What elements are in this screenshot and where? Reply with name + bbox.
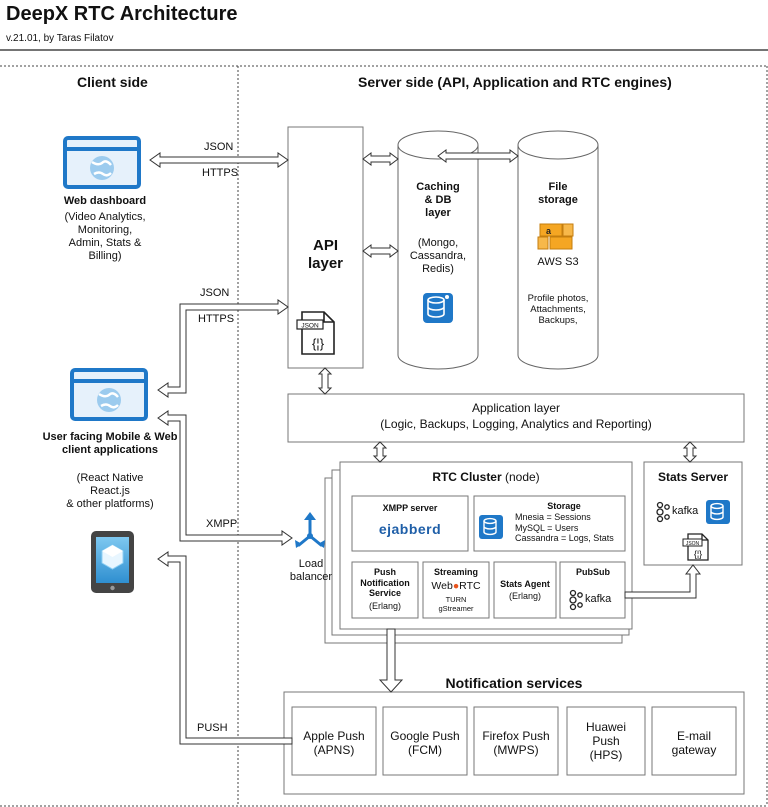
rtc-notification-arrow xyxy=(378,628,404,693)
stats-kafka-icon xyxy=(656,501,670,523)
xmpp-server-title: XMPP server xyxy=(382,503,438,513)
apple-push-label: Apple Push (APNS) xyxy=(303,729,365,758)
smartphone-icon xyxy=(91,531,134,593)
stats-json-file-label: JSON xyxy=(686,541,700,547)
google-push-label: Google Push (FCM) xyxy=(390,729,460,758)
pubsub-stats-arrow xyxy=(624,564,702,599)
page-subtitle: v.21.01, by Taras Filatov xyxy=(6,33,114,44)
client-apps-desc: (React Native React.js & other platforms… xyxy=(66,472,154,510)
api-app-arrow xyxy=(317,367,333,395)
server-side-title: Server side (API, Application and RTC en… xyxy=(358,74,672,90)
application-layer-title: Application layer xyxy=(471,401,561,415)
svg-text:a: a xyxy=(546,226,552,236)
notification-services-title: Notification services xyxy=(445,675,583,691)
client-lb-arrow xyxy=(157,410,293,546)
client-apps-title: User facing Mobile & Web client applicat… xyxy=(42,431,178,456)
aws-s3-label: AWS S3 xyxy=(537,256,579,268)
streaming-title: Streaming xyxy=(433,567,478,577)
app-rtc-arrow xyxy=(372,441,388,463)
storage-database-icon xyxy=(479,515,503,539)
file-storage-title: File storage xyxy=(538,181,578,206)
push-phone-arrow xyxy=(157,551,293,745)
stats-database-icon xyxy=(706,500,730,524)
client-app-icon xyxy=(70,368,148,421)
firefox-push-label: Firefox Push (MWPS) xyxy=(482,729,550,758)
firefox-push-box xyxy=(473,706,559,776)
load-balancer-label: Load balancer xyxy=(289,558,333,583)
push-notification-box xyxy=(351,561,419,619)
load-balancer-icon xyxy=(295,512,325,548)
push-notification-title: Push Notification Service xyxy=(360,567,410,599)
streaming-lines: TURN gStreamer xyxy=(438,595,474,613)
push-notification-desc: (Erlang) xyxy=(368,601,401,611)
web-dashboard-desc: (Video Analytics, Monitoring, Admin, Sta… xyxy=(64,211,146,262)
client-api-arrow xyxy=(157,299,289,398)
huawei-push-label: Huawei Push (HPS) xyxy=(585,720,627,763)
caching-db-desc: (Mongo, Cassandra, Redis) xyxy=(409,237,467,275)
xmpp-conn-label: XMPP xyxy=(206,518,238,530)
stats-agent-box xyxy=(493,561,557,619)
email-gateway-box xyxy=(651,706,737,776)
conn1-json-label: JSON xyxy=(204,141,234,153)
stats-kafka-label: kafka xyxy=(672,505,699,517)
svg-text:{¦}: {¦} xyxy=(694,549,702,559)
caching-db-cylinder xyxy=(397,130,479,370)
stats-agent-desc: (Erlang) xyxy=(508,591,541,601)
xmpp-server-box xyxy=(351,495,469,552)
file-storage-desc: Profile photos, Attachments, Backups, xyxy=(527,293,589,327)
apple-push-box xyxy=(291,706,377,776)
cache-storage-arrow xyxy=(437,149,519,163)
rtc-cluster-title: RTC Cluster (node) xyxy=(432,470,540,484)
api-cache-top-arrow xyxy=(362,152,399,166)
file-storage-cylinder xyxy=(517,130,599,370)
pubsub-title: PubSub xyxy=(576,567,610,577)
app-stats-arrow xyxy=(682,441,698,463)
kafka-icon xyxy=(569,589,583,611)
database-icon xyxy=(423,293,453,323)
web-dashboard-title: Web dashboard xyxy=(63,195,147,207)
huawei-push-box xyxy=(566,706,646,776)
api-layer-title: API layer xyxy=(307,237,344,272)
storage-title: Storage xyxy=(547,501,581,511)
application-layer-desc: (Logic, Backups, Logging, Analytics and … xyxy=(380,417,652,431)
web-dashboard-icon xyxy=(63,136,141,189)
conn1-https-label: HTTPS xyxy=(202,167,239,179)
stats-agent-title: Stats Agent xyxy=(500,579,550,589)
application-layer-box xyxy=(287,393,745,443)
caching-db-title: Caching & DB layer xyxy=(416,181,460,219)
conn2-json-label: JSON xyxy=(200,287,230,299)
page-title: DeepX RTC Architecture xyxy=(6,3,238,25)
client-side-title: Client side xyxy=(77,74,148,90)
api-cache-arrow xyxy=(362,244,399,258)
web-api-arrow xyxy=(149,152,289,168)
json-file-icon: JSON {¦} xyxy=(296,311,335,355)
svg-text:{¦}: {¦} xyxy=(312,336,325,351)
streaming-box xyxy=(422,561,490,619)
storage-lines: Mnesia = Sessions MySQL = Users Cassandr… xyxy=(515,512,614,544)
email-gateway-label: E-mail gateway xyxy=(671,729,717,758)
aws-s3-icon: a xyxy=(537,223,574,250)
api-json-file-label: JSON xyxy=(301,323,319,330)
stats-json-file-icon: JSON {¦} xyxy=(682,533,709,561)
push-conn-label: PUSH xyxy=(197,722,228,734)
stats-server-title: Stats Server xyxy=(657,470,729,484)
ejabberd-logo: ejabberd xyxy=(378,521,442,537)
webrtc-logo: Web●RTC xyxy=(431,580,481,592)
conn2-https-label: HTTPS xyxy=(198,313,235,325)
pubsub-kafka-label: kafka xyxy=(585,593,612,605)
google-push-box xyxy=(382,706,468,776)
